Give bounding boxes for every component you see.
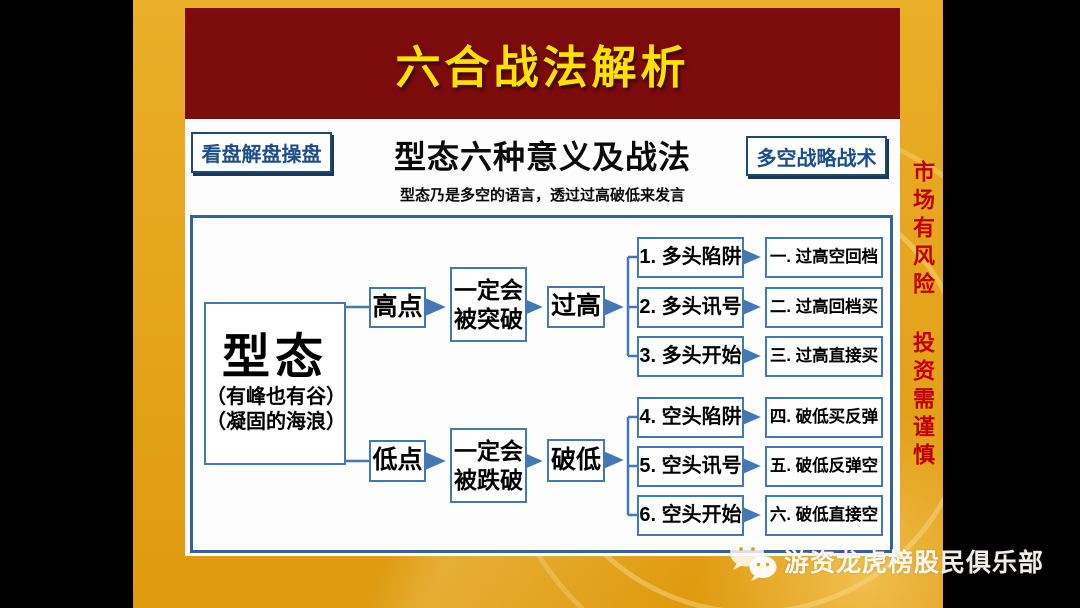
- wechat-icon: [730, 539, 777, 581]
- case-box-5: 5. 空头讯号: [637, 446, 744, 487]
- certain-breakup-line2: 被突破: [454, 305, 523, 332]
- certain-breakdown-line1: 一定会: [454, 437, 523, 464]
- case-box-6: 6. 空头开始: [637, 495, 744, 536]
- flow-connectors: [346, 248, 761, 524]
- case-box-2: 2. 多头讯号: [637, 287, 744, 328]
- result-box-6: 六. 破低直接空: [765, 495, 883, 536]
- slide-subtitle: 型态乃是多空的语言，透过过高破低来发言: [399, 187, 685, 204]
- low-point-box: 低点: [369, 440, 426, 482]
- risk-warning-vertical-text: 市场有风险 投资需谨慎: [910, 160, 935, 471]
- result-box-1: 一. 过高空回档: [765, 237, 883, 278]
- root-box: 型态 （有峰也有谷） （凝固的海浪）: [204, 302, 346, 465]
- result-box-3: 三. 过高直接买: [765, 336, 883, 377]
- slide-header-title: 六合战法解析: [395, 42, 690, 93]
- certain-breakdown-box: 一定会 被跌破: [450, 428, 527, 503]
- presentation-slide: 六合战法解析 看盘解盘操盘 多空战略战术 型态六种意义及战法 型态乃是多空的语言…: [185, 8, 900, 556]
- root-subtitle-2: （凝固的海浪）: [206, 410, 346, 433]
- left-tag-box: 看盘解盘操盘: [191, 132, 332, 173]
- certain-breakup-line1: 一定会: [454, 276, 523, 303]
- root-subtitle-1: （有峰也有谷）: [206, 385, 346, 408]
- break-low-box: 破低: [547, 439, 605, 482]
- high-point-box: 高点: [369, 287, 426, 328]
- watermark-text: 游资龙虎榜股民俱乐部: [784, 548, 1045, 577]
- case-box-4: 4. 空头陷阱: [637, 397, 744, 438]
- right-tag-box: 多空战略战术: [746, 136, 887, 176]
- slide-title: 型态六种意义及战法: [393, 139, 691, 175]
- certain-breakdown-line2: 被跌破: [454, 466, 523, 493]
- result-box-5: 五. 破低反弹空: [765, 446, 883, 487]
- result-box-4: 四. 破低买反弹: [765, 397, 883, 438]
- root-title: 型态: [221, 331, 328, 385]
- case-box-3: 3. 多头开始: [637, 336, 744, 377]
- certain-breakup-box: 一定会 被突破: [450, 267, 527, 342]
- right-tag-label: 多空战略战术: [756, 147, 877, 170]
- case-box-1: 1. 多头陷阱: [637, 237, 744, 278]
- flowchart-container: 型态 （有峰也有谷） （凝固的海浪） 高点 一定会 被突破 过高 1. 多头陷阱…: [190, 215, 893, 553]
- slide-header-band: 六合战法解析: [185, 8, 900, 119]
- left-tag-label: 看盘解盘操盘: [201, 144, 322, 166]
- result-box-2: 二. 过高回档买: [765, 287, 883, 328]
- exceed-high-box: 过高: [547, 286, 605, 328]
- watermark: 游资龙虎榜股民俱乐部: [727, 537, 1044, 584]
